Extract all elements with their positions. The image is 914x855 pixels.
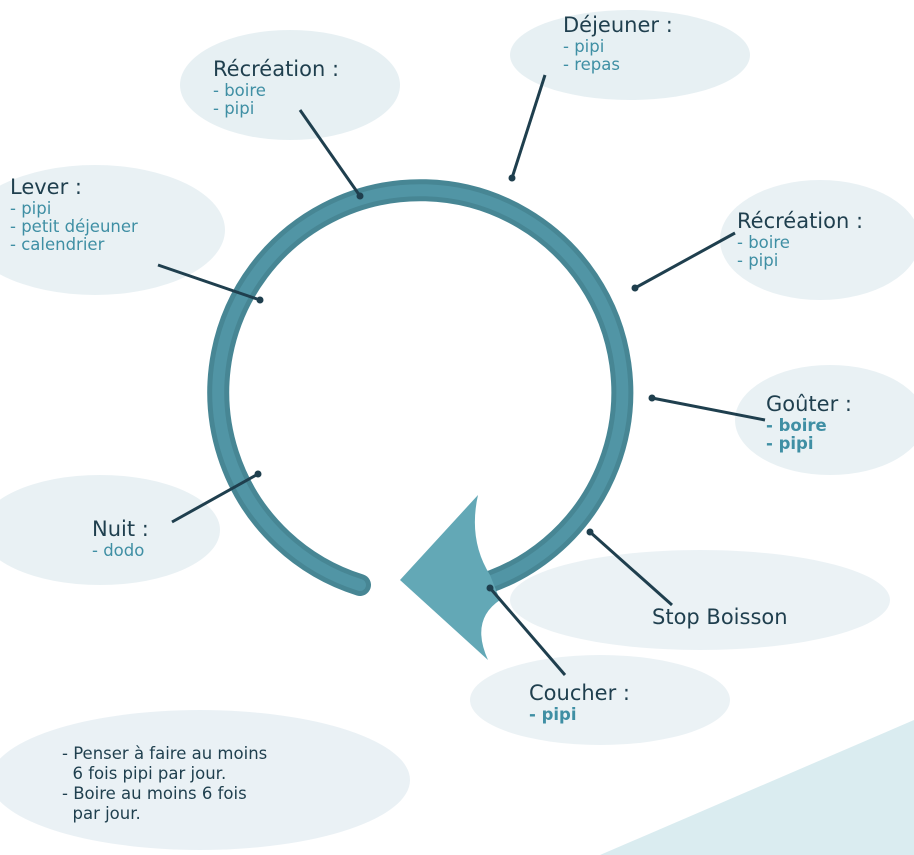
step-title: Récréation : xyxy=(213,57,340,81)
step-item: - pipi xyxy=(10,198,52,218)
step-recreation-afternoon: Récréation : - boire - pipi xyxy=(737,209,864,270)
step-title: Nuit : xyxy=(92,517,149,541)
step-item: - pipi xyxy=(529,704,577,724)
step-item: - pipi xyxy=(766,433,814,453)
step-dejeuner: Déjeuner : - pipi - repas xyxy=(563,13,673,74)
step-lever: Lever : - pipi - petit déjeuner - calend… xyxy=(10,175,138,255)
advice-line: - Penser à faire au moins xyxy=(62,744,268,763)
step-title: Déjeuner : xyxy=(563,13,673,37)
connector-dot-stop-boisson xyxy=(586,528,594,536)
step-item: - dodo xyxy=(92,540,145,560)
step-recreation-morning: Récréation : - boire - pipi xyxy=(213,57,340,118)
step-item: - pipi xyxy=(213,98,255,118)
connector-dot-recreation-1 xyxy=(356,192,364,200)
connector-stop-boisson xyxy=(589,530,673,607)
step-title: Lever : xyxy=(10,175,82,199)
step-coucher: Coucher : - pipi xyxy=(529,681,630,724)
step-stop-boisson: Stop Boisson xyxy=(652,605,788,630)
advice-line: - Boire au moins 6 fois xyxy=(62,784,247,804)
step-item: - pipi xyxy=(737,250,779,270)
connector-lever xyxy=(157,263,261,302)
advice-line: 6 fois pipi par jour. xyxy=(62,764,227,784)
step-item: - boire xyxy=(737,232,790,252)
step-item: - petit déjeuner xyxy=(10,216,138,236)
step-item: - boire xyxy=(766,415,827,435)
step-title: Récréation : xyxy=(737,209,864,233)
step-title: Stop Boisson xyxy=(652,605,788,629)
connector-dot-gouter xyxy=(648,394,656,402)
connector-recreation-2 xyxy=(634,231,736,290)
step-title: Coucher : xyxy=(529,681,630,705)
step-item: - repas xyxy=(563,54,620,74)
connector-dot-lever xyxy=(256,296,264,304)
cycle-ring xyxy=(207,179,634,660)
connector-dot-dejeuner xyxy=(508,174,516,182)
connectors xyxy=(157,74,766,676)
step-item: - pipi xyxy=(563,36,605,56)
connector-dot-nuit xyxy=(254,470,262,478)
step-gouter: Goûter : - boire - pipi xyxy=(766,392,852,453)
connector-gouter xyxy=(651,396,766,422)
step-item: - calendrier xyxy=(10,235,105,255)
connector-dot-coucher xyxy=(486,584,494,592)
step-nuit: Nuit : - dodo xyxy=(92,517,149,560)
step-title: Goûter : xyxy=(766,392,852,416)
advice-line: par jour. xyxy=(62,804,141,824)
cycle-arrowhead xyxy=(400,495,500,660)
connector-recreation-1 xyxy=(298,109,362,197)
connector-nuit xyxy=(171,472,259,524)
connector-coucher xyxy=(488,587,567,676)
connector-dot-recreation-2 xyxy=(631,284,639,292)
step-item: - boire xyxy=(213,80,266,100)
watercolor-background xyxy=(0,10,914,855)
connector-dejeuner xyxy=(510,74,547,179)
advice-note: - Penser à faire au moins 6 fois pipi pa… xyxy=(62,744,267,825)
